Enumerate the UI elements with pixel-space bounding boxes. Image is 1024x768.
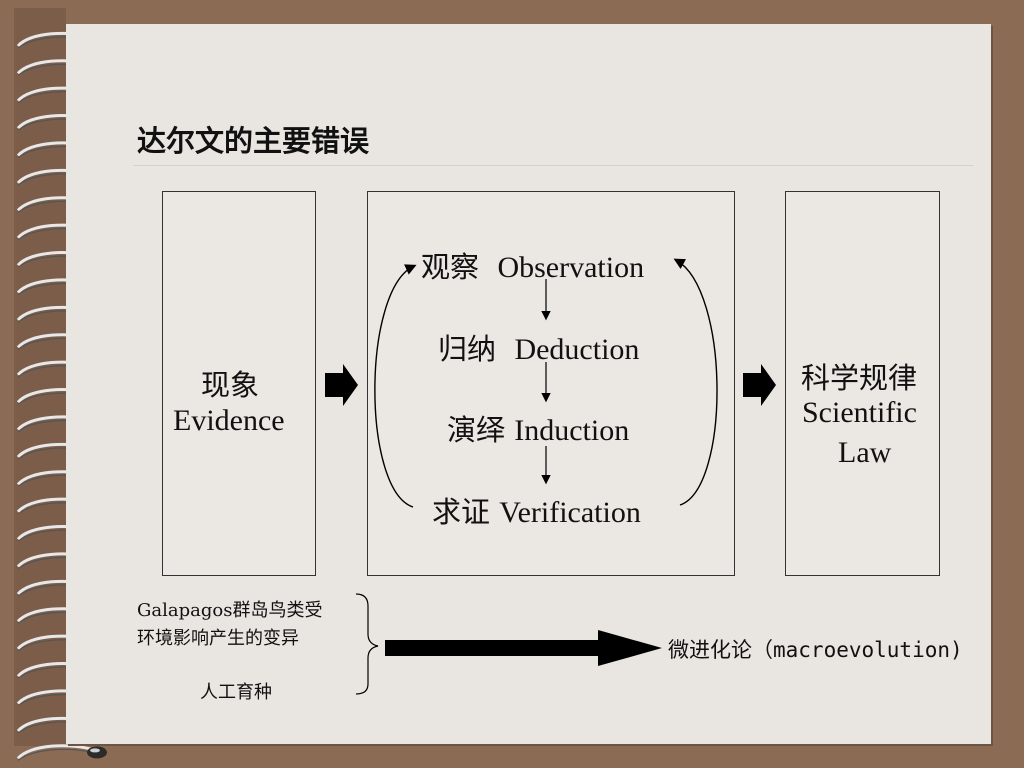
step-deduction: 归纳 Deduction	[438, 326, 639, 368]
evidence-en-label: Evidence	[173, 404, 285, 437]
step-induction-cn: 演绎	[447, 413, 506, 447]
step-deduction-en: Deduction	[514, 333, 640, 366]
artificial-breeding: 人工育种	[200, 682, 272, 703]
galapagos-line2: 环境影响产生的变异	[137, 628, 299, 649]
law-en-line1: Scientific	[802, 396, 917, 429]
slide-title: 达尔文的主要错误	[137, 124, 370, 158]
step-induction: 演绎 Induction	[447, 407, 629, 449]
law-en-line2: Law	[838, 436, 892, 469]
step-verification-cn: 求证	[432, 495, 491, 529]
step-observation-cn: 观察	[421, 250, 480, 284]
law-cn-label: 科学规律	[801, 361, 918, 395]
method-box	[367, 191, 735, 576]
galapagos-line1: Galapagos群岛鸟类受	[137, 600, 323, 621]
conclusion-label: 微进化论（macroevolution)	[668, 638, 963, 662]
step-observation-en: Observation	[497, 251, 645, 284]
evidence-box	[162, 191, 316, 576]
step-observation: 观察 Observation	[421, 244, 644, 286]
step-induction-en: Induction	[514, 414, 630, 447]
step-deduction-cn: 归纳	[438, 332, 497, 366]
law-box	[785, 191, 940, 576]
spiral-ring	[16, 744, 107, 761]
step-verification-en: Verification	[499, 496, 641, 529]
evidence-cn-label: 现象	[201, 368, 260, 402]
step-verification: 求证 Verification	[432, 489, 641, 531]
title-divider	[133, 165, 973, 166]
spiral-strip-shade	[14, 8, 66, 746]
